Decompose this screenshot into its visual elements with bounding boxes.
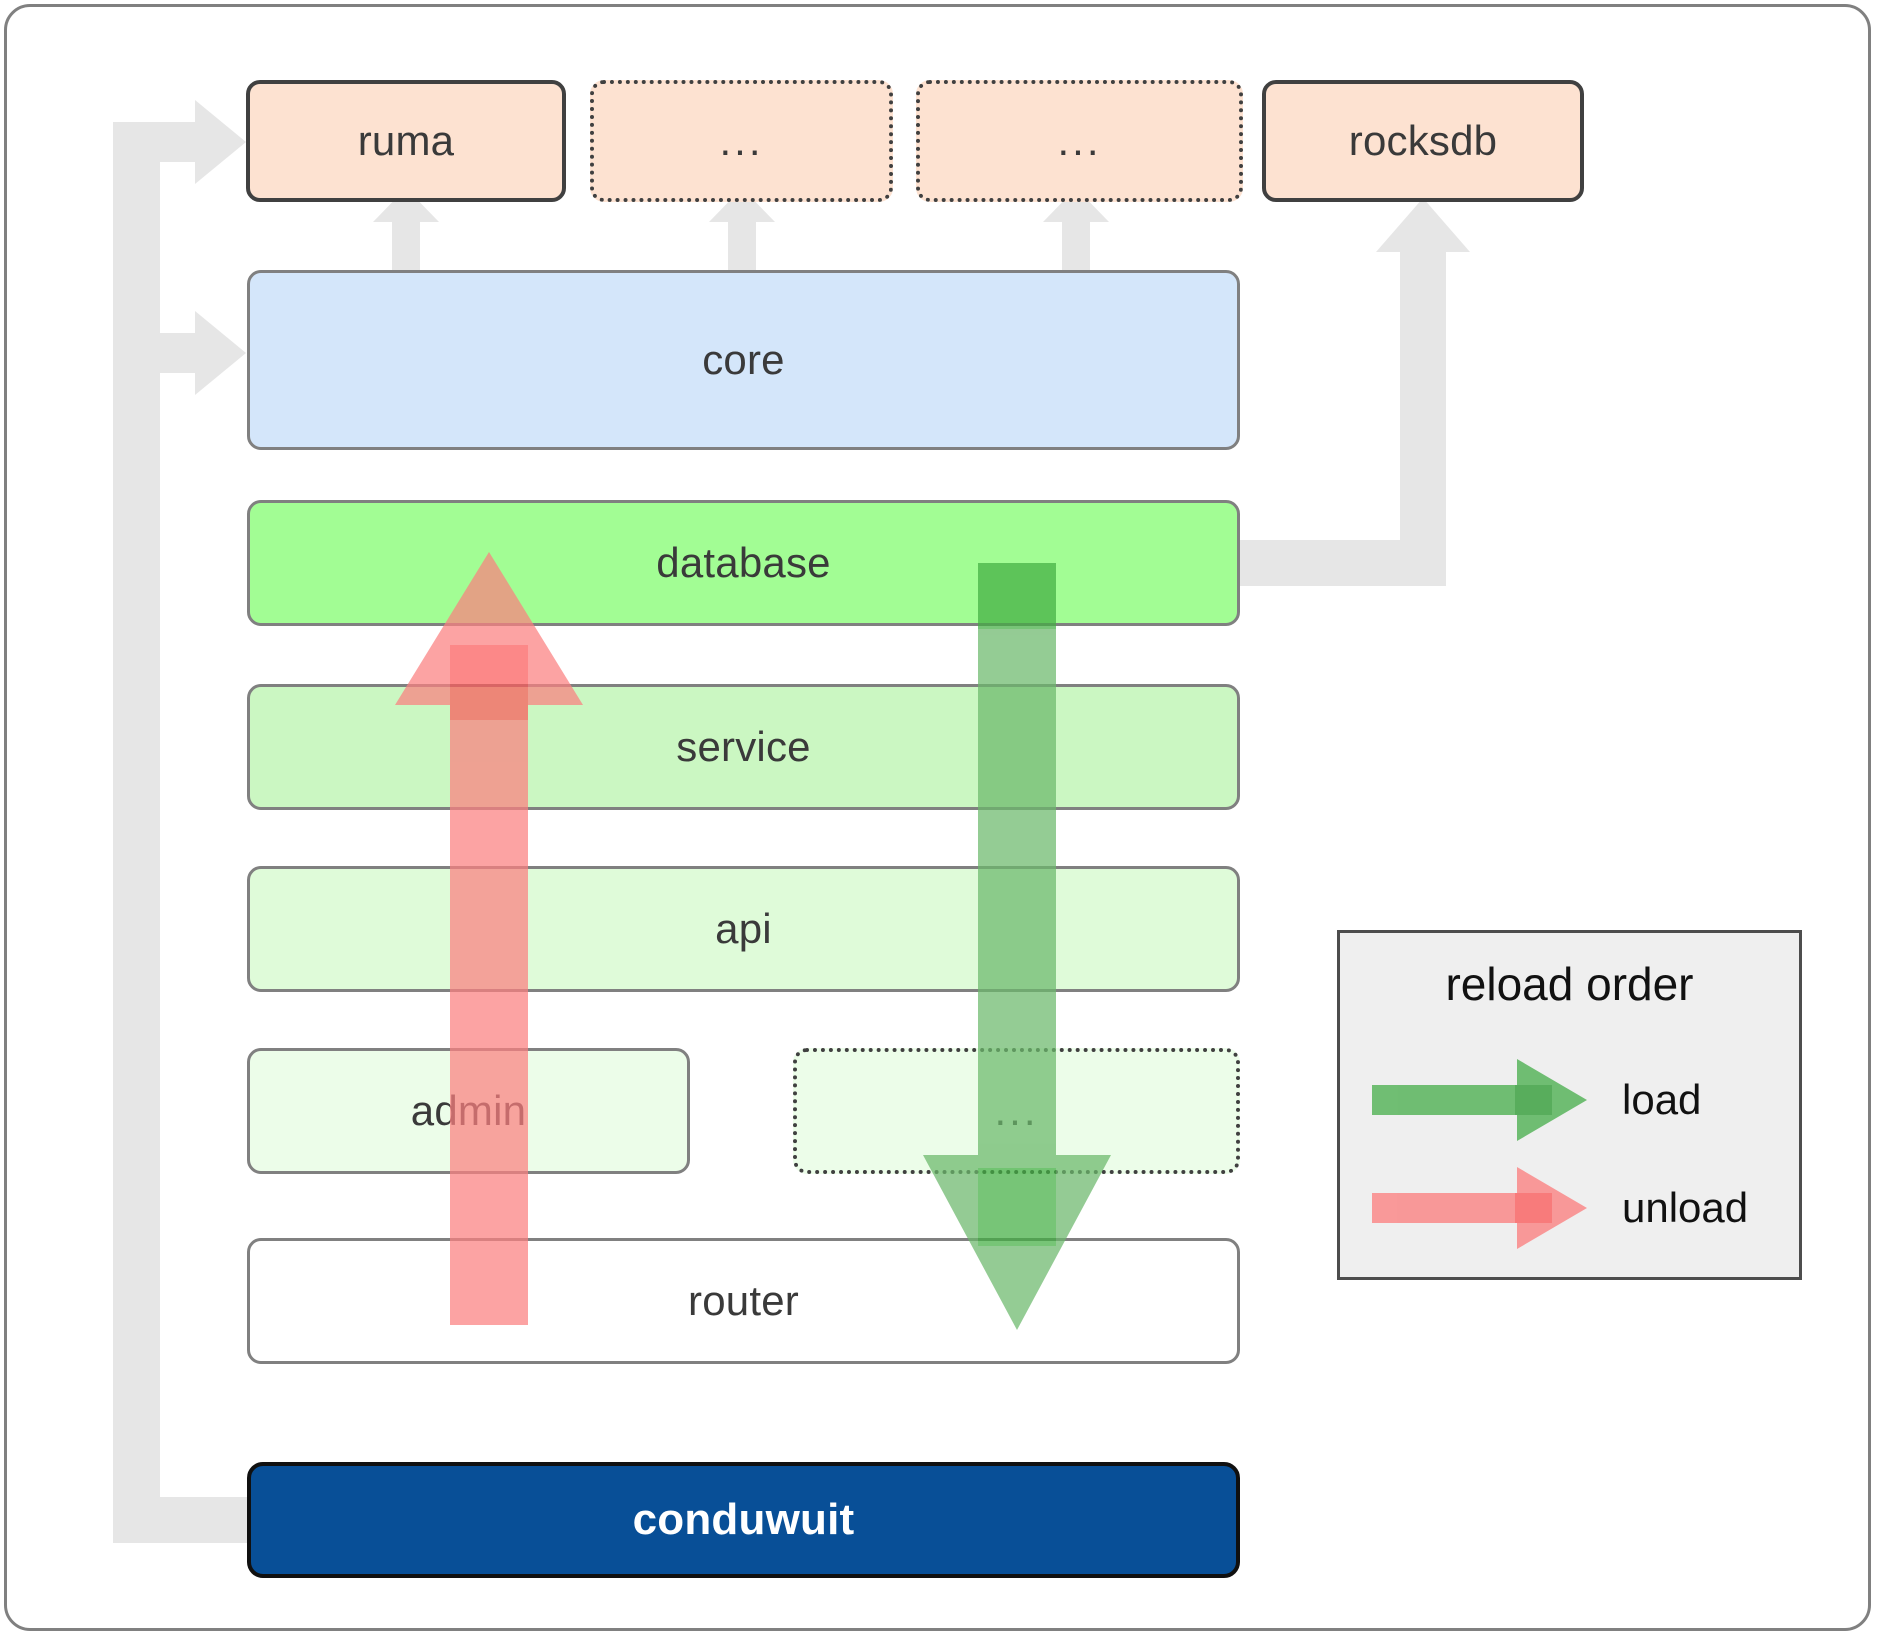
legend-row-load: load: [1372, 1055, 1772, 1145]
dependency-label-ruma: ruma: [357, 117, 455, 164]
dependency-box-rocksdb[interactable]: rocksdb: [1262, 80, 1584, 202]
layer-box-router[interactable]: router: [247, 1238, 1240, 1364]
layer-box-more[interactable]: ...: [793, 1048, 1240, 1174]
dependency-label-more-1: ...: [719, 117, 764, 165]
dependency-label-more-2: ...: [1057, 117, 1102, 165]
legend-row-unload: unload: [1372, 1163, 1772, 1253]
layer-box-database[interactable]: database: [247, 500, 1240, 626]
layer-label-more: ...: [994, 1087, 1039, 1135]
load-arrow-icon: [1372, 1059, 1587, 1141]
layer-label-router: router: [688, 1277, 799, 1324]
layer-box-api[interactable]: api: [247, 866, 1240, 992]
layer-label-core: core: [702, 336, 785, 383]
dependency-label-rocksdb: rocksdb: [1348, 117, 1498, 164]
layer-box-core[interactable]: core: [247, 270, 1240, 450]
diagram-frame: [4, 4, 1871, 1631]
layer-label-service: service: [676, 723, 811, 770]
dependency-box-more-1[interactable]: ...: [590, 80, 893, 202]
app-label-conduwuit: conduwuit: [632, 1495, 855, 1544]
legend-panel: reload order load unload: [1337, 930, 1802, 1280]
layer-box-admin[interactable]: admin: [247, 1048, 690, 1174]
layer-label-api: api: [715, 905, 772, 952]
legend-label-unload: unload: [1622, 1184, 1749, 1231]
legend-label-load: load: [1622, 1076, 1702, 1123]
app-box-conduwuit[interactable]: conduwuit: [247, 1462, 1240, 1578]
layer-label-database: database: [656, 539, 831, 586]
unload-arrow-icon: [1372, 1167, 1587, 1249]
layer-box-service[interactable]: service: [247, 684, 1240, 810]
layer-label-admin: admin: [410, 1087, 527, 1134]
dependency-box-ruma[interactable]: ruma: [246, 80, 566, 202]
dependency-box-more-2[interactable]: ...: [916, 80, 1243, 202]
legend-title: reload order: [1445, 958, 1694, 1010]
